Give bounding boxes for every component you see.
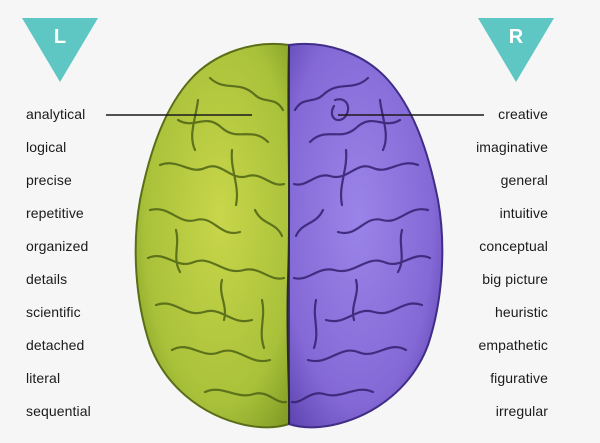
left-badge: L — [22, 18, 98, 82]
left-trait: repetitive — [26, 205, 84, 221]
right-trait: general — [500, 172, 548, 188]
left-trait: analytical — [26, 106, 86, 122]
left-trait: precise — [26, 172, 72, 188]
right-trait: imaginative — [476, 139, 548, 155]
central-fissure — [286, 45, 291, 425]
right-trait: heuristic — [494, 304, 548, 320]
right-trait: creative — [498, 106, 548, 122]
left-badge-triangle-icon — [22, 18, 98, 82]
right-badge-letter: R — [508, 26, 524, 48]
left-hemisphere — [134, 42, 290, 429]
right-trait: big picture — [482, 271, 548, 287]
left-trait: logical — [26, 139, 67, 155]
right-trait: empathetic — [478, 337, 548, 353]
right-trait: irregular — [495, 403, 548, 419]
right-traits-list: creative imaginative general intuitive c… — [440, 100, 548, 430]
left-trait: scientific — [26, 304, 81, 320]
right-badge: R — [478, 18, 554, 82]
right-trait: figurative — [490, 370, 548, 386]
left-trait: details — [26, 271, 68, 287]
left-trait: sequential — [26, 403, 91, 419]
right-badge-triangle-icon — [478, 18, 554, 82]
left-trait: organized — [26, 238, 89, 254]
left-badge-letter: L — [53, 26, 67, 48]
left-trait: detached — [26, 337, 85, 353]
right-trait: conceptual — [479, 238, 548, 254]
right-trait: intuitive — [499, 205, 548, 221]
right-hemisphere — [288, 42, 444, 429]
left-trait: literal — [26, 370, 61, 386]
left-gyri — [146, 76, 288, 404]
right-gyri — [290, 76, 432, 404]
left-traits-list: analytical logical precise repetitive or… — [26, 100, 91, 430]
